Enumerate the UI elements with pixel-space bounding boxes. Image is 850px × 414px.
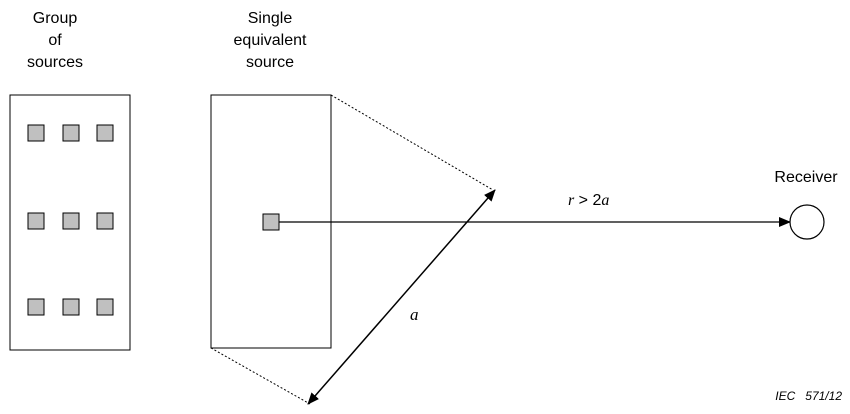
dimension-arrow-a — [307, 189, 496, 405]
equivalent-source-square — [262, 213, 280, 231]
single-equivalent-source-label: Single equivalent source — [233, 10, 307, 71]
distance-a: a — [601, 192, 609, 209]
source-square — [27, 298, 45, 316]
source-square — [62, 212, 80, 230]
source-square — [96, 212, 114, 230]
source-square — [96, 124, 114, 142]
receiver-label: Receiver — [774, 169, 838, 186]
dotted-projection-top — [330, 94, 494, 191]
distance-label: r > 2a — [568, 192, 609, 209]
source-squares-group — [27, 124, 114, 316]
source-square — [27, 212, 45, 230]
group-of-sources-label: Group of sources — [26, 10, 84, 71]
distance-var: r — [568, 192, 575, 209]
source-square — [96, 298, 114, 316]
dotted-projection-bottom — [210, 347, 311, 405]
receiver-circle — [789, 204, 825, 240]
source-square — [62, 298, 80, 316]
distance-op: > 2 — [574, 192, 601, 209]
source-square — [62, 124, 80, 142]
dimension-a-label: a — [410, 305, 419, 324]
source-square — [27, 124, 45, 142]
figure-id: IEC 571/12 — [775, 389, 842, 403]
